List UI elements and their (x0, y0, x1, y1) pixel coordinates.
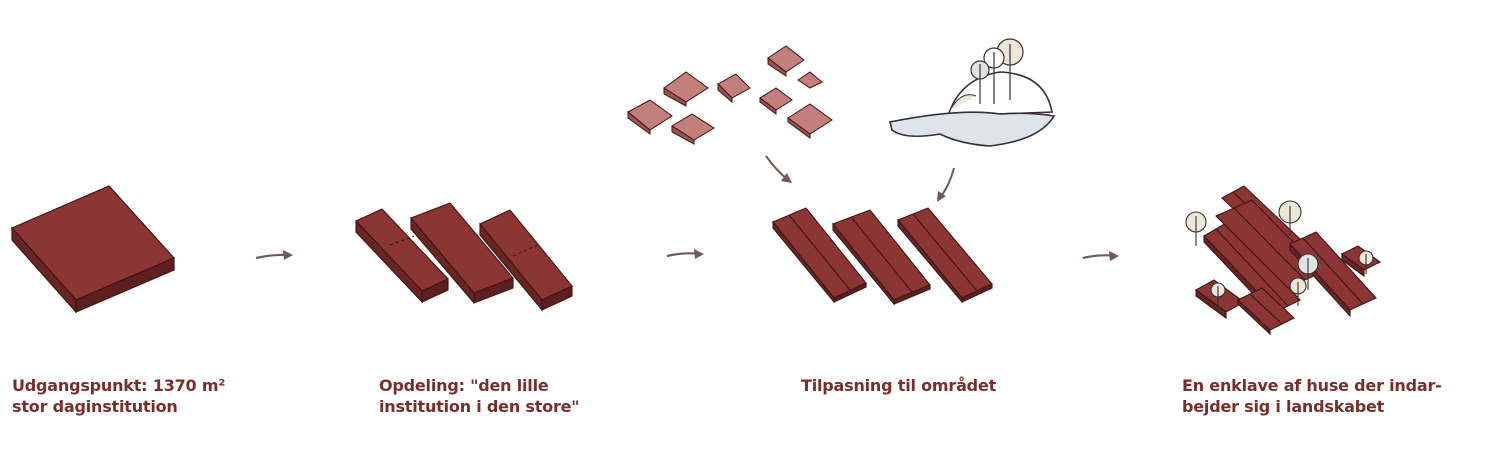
step-2-caption-line-2: institution i den store" (379, 397, 580, 416)
step-4-caption: En enklave af huse der indar- bejder sig… (1182, 375, 1442, 417)
step-3-caption: Tilpasning til området (801, 375, 996, 396)
step-arrow-1 (255, 250, 293, 260)
step-1-caption-line-2: stor daginstitution (12, 397, 178, 416)
converge-arrows (765, 155, 955, 202)
enclave-trees (1185, 200, 1374, 312)
step-arrow-3 (1082, 251, 1119, 261)
small-houses-icon (627, 45, 833, 145)
step-arrow-2 (666, 249, 704, 259)
landscape-icon (889, 38, 1056, 147)
step-2-caption-line-1: Opdeling: "den lille (379, 376, 549, 395)
tree-icon (970, 38, 1024, 104)
large-slab (11, 185, 176, 314)
step-3-caption-line-1: Tilpasning til området (801, 376, 997, 395)
pitched-houses (772, 207, 993, 306)
step-4-caption-line-2: bejder sig i landskabet (1182, 397, 1385, 416)
step-1-caption: Udgangspunkt: 1370 m² stor daginstitutio… (12, 375, 225, 417)
step-2-caption: Opdeling: "den lille institution i den s… (379, 375, 580, 417)
step-1-caption-line-1: Udgangspunkt: 1370 m² (12, 376, 226, 395)
split-blocks (355, 202, 573, 312)
step-4-caption-line-1: En enklave af huse der indar- (1182, 376, 1442, 395)
